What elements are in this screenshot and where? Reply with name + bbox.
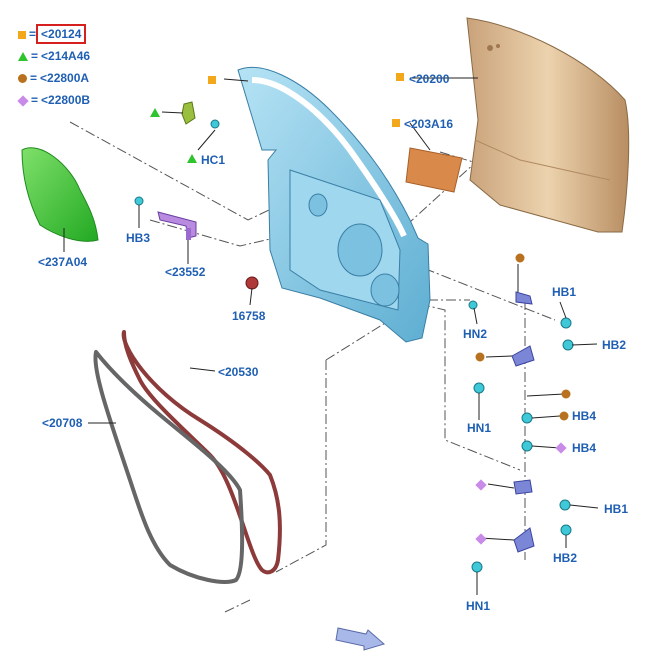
water-shield (21, 147, 99, 242)
part-label-hn1-lower[interactable]: HN1 (466, 599, 491, 613)
legend-label-highlighted: <20124 (35, 24, 87, 44)
part-label-hc1[interactable]: HC1 (201, 153, 226, 167)
part-label-plug[interactable]: 16758 (232, 309, 266, 323)
part-label-weatherstrip-inner[interactable]: <20708 (42, 416, 83, 430)
plug (245, 276, 259, 290)
door-outer-panel (466, 17, 630, 233)
green-clip (181, 101, 196, 125)
part-label-hb4-a[interactable]: HB4 (572, 409, 597, 423)
weatherstrip-outer (121, 330, 282, 575)
part-label-hb3[interactable]: HB3 (126, 231, 151, 245)
part-label-hb2-lower[interactable]: HB2 (553, 551, 578, 565)
purple-diamond-marker (17, 95, 29, 107)
part-label-insulator[interactable]: <203A16 (404, 117, 454, 131)
door-inner-frame (237, 66, 431, 343)
lower-hinge (513, 479, 535, 553)
legend-label: <22800A (40, 71, 90, 85)
legend-row-triangle: =<214A46 (18, 49, 90, 63)
insulator-pad (405, 147, 463, 193)
part-label-hn2[interactable]: HN2 (463, 327, 488, 341)
green-triangle-marker (18, 52, 28, 62)
part-label-hb1-lower[interactable]: HB1 (604, 502, 629, 516)
diagram-markers (150, 73, 571, 545)
legend-label: <214A46 (41, 49, 91, 63)
part-label-weatherstrip-outer[interactable]: <20530 (218, 365, 259, 379)
legend-label: <22800B (41, 93, 91, 107)
legend-row-diamond: =<22800B (17, 93, 91, 107)
part-label-hb4-b[interactable]: HB4 (572, 441, 597, 455)
check-strap (157, 211, 197, 240)
part-label-hb1-upper[interactable]: HB1 (552, 285, 577, 299)
part-label-hn1-upper[interactable]: HN1 (467, 421, 492, 435)
part-label-hb2-upper[interactable]: HB2 (602, 338, 627, 352)
legend-row-circle: =<22800A (18, 71, 89, 85)
orange-square-marker (18, 30, 26, 39)
part-label-check-strap[interactable]: <23552 (165, 265, 206, 279)
direction-arrow-icon (335, 627, 386, 651)
brown-circle-marker (18, 74, 27, 84)
weatherstrip-inner (93, 350, 245, 584)
part-label-shield[interactable]: <237A04 (38, 255, 88, 269)
part-label-door-panel[interactable]: <20200 (409, 72, 450, 86)
legend-row-square: =<20124 (18, 24, 87, 44)
upper-hinge (511, 291, 535, 367)
callout-lines (63, 77, 599, 595)
